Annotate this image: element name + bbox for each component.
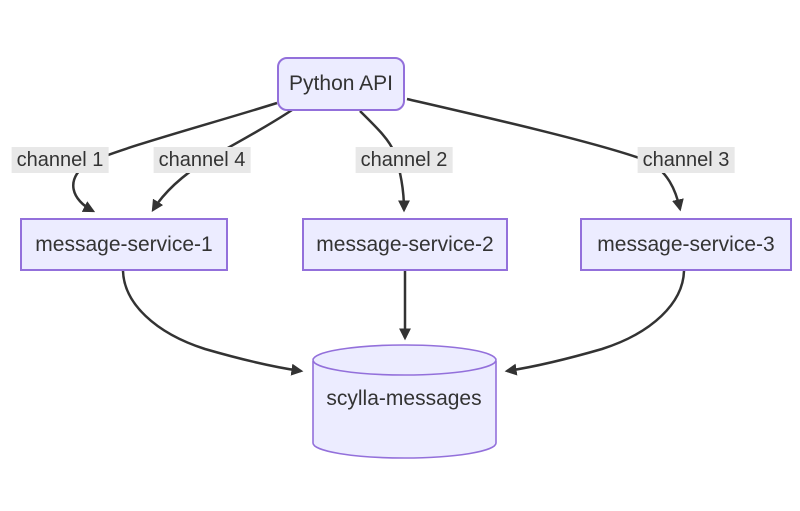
- node-message-service-2: message-service-2: [302, 218, 508, 271]
- node-scylla-messages-label: scylla-messages: [326, 387, 482, 410]
- edge-label-channel-1: channel 1: [11, 147, 109, 173]
- node-python-api: Python API: [277, 57, 405, 111]
- edge-label-channel-4: channel 4: [153, 147, 251, 173]
- scylla-messages-cylinder: [312, 344, 497, 459]
- edge-python-api-to-message-service-3-channel-3: [406, 97, 684, 212]
- edge-label-channel-3: channel 3: [637, 147, 735, 173]
- node-message-service-3-label: message-service-3: [597, 232, 775, 256]
- edge-message-service-1-to-scylla-messages: [121, 270, 304, 376]
- cylinder-top-rim: [312, 344, 497, 376]
- node-message-service-1: message-service-1: [20, 218, 228, 271]
- edge-message-service-3-to-scylla-messages: [504, 270, 686, 376]
- cylinder-body: [312, 361, 497, 459]
- node-python-api-label: Python API: [289, 72, 393, 95]
- node-message-service-3: message-service-3: [580, 218, 792, 271]
- edge-label-channel-2: channel 2: [355, 147, 453, 173]
- node-message-service-1-label: message-service-1: [35, 232, 213, 256]
- node-message-service-2-label: message-service-2: [316, 232, 494, 256]
